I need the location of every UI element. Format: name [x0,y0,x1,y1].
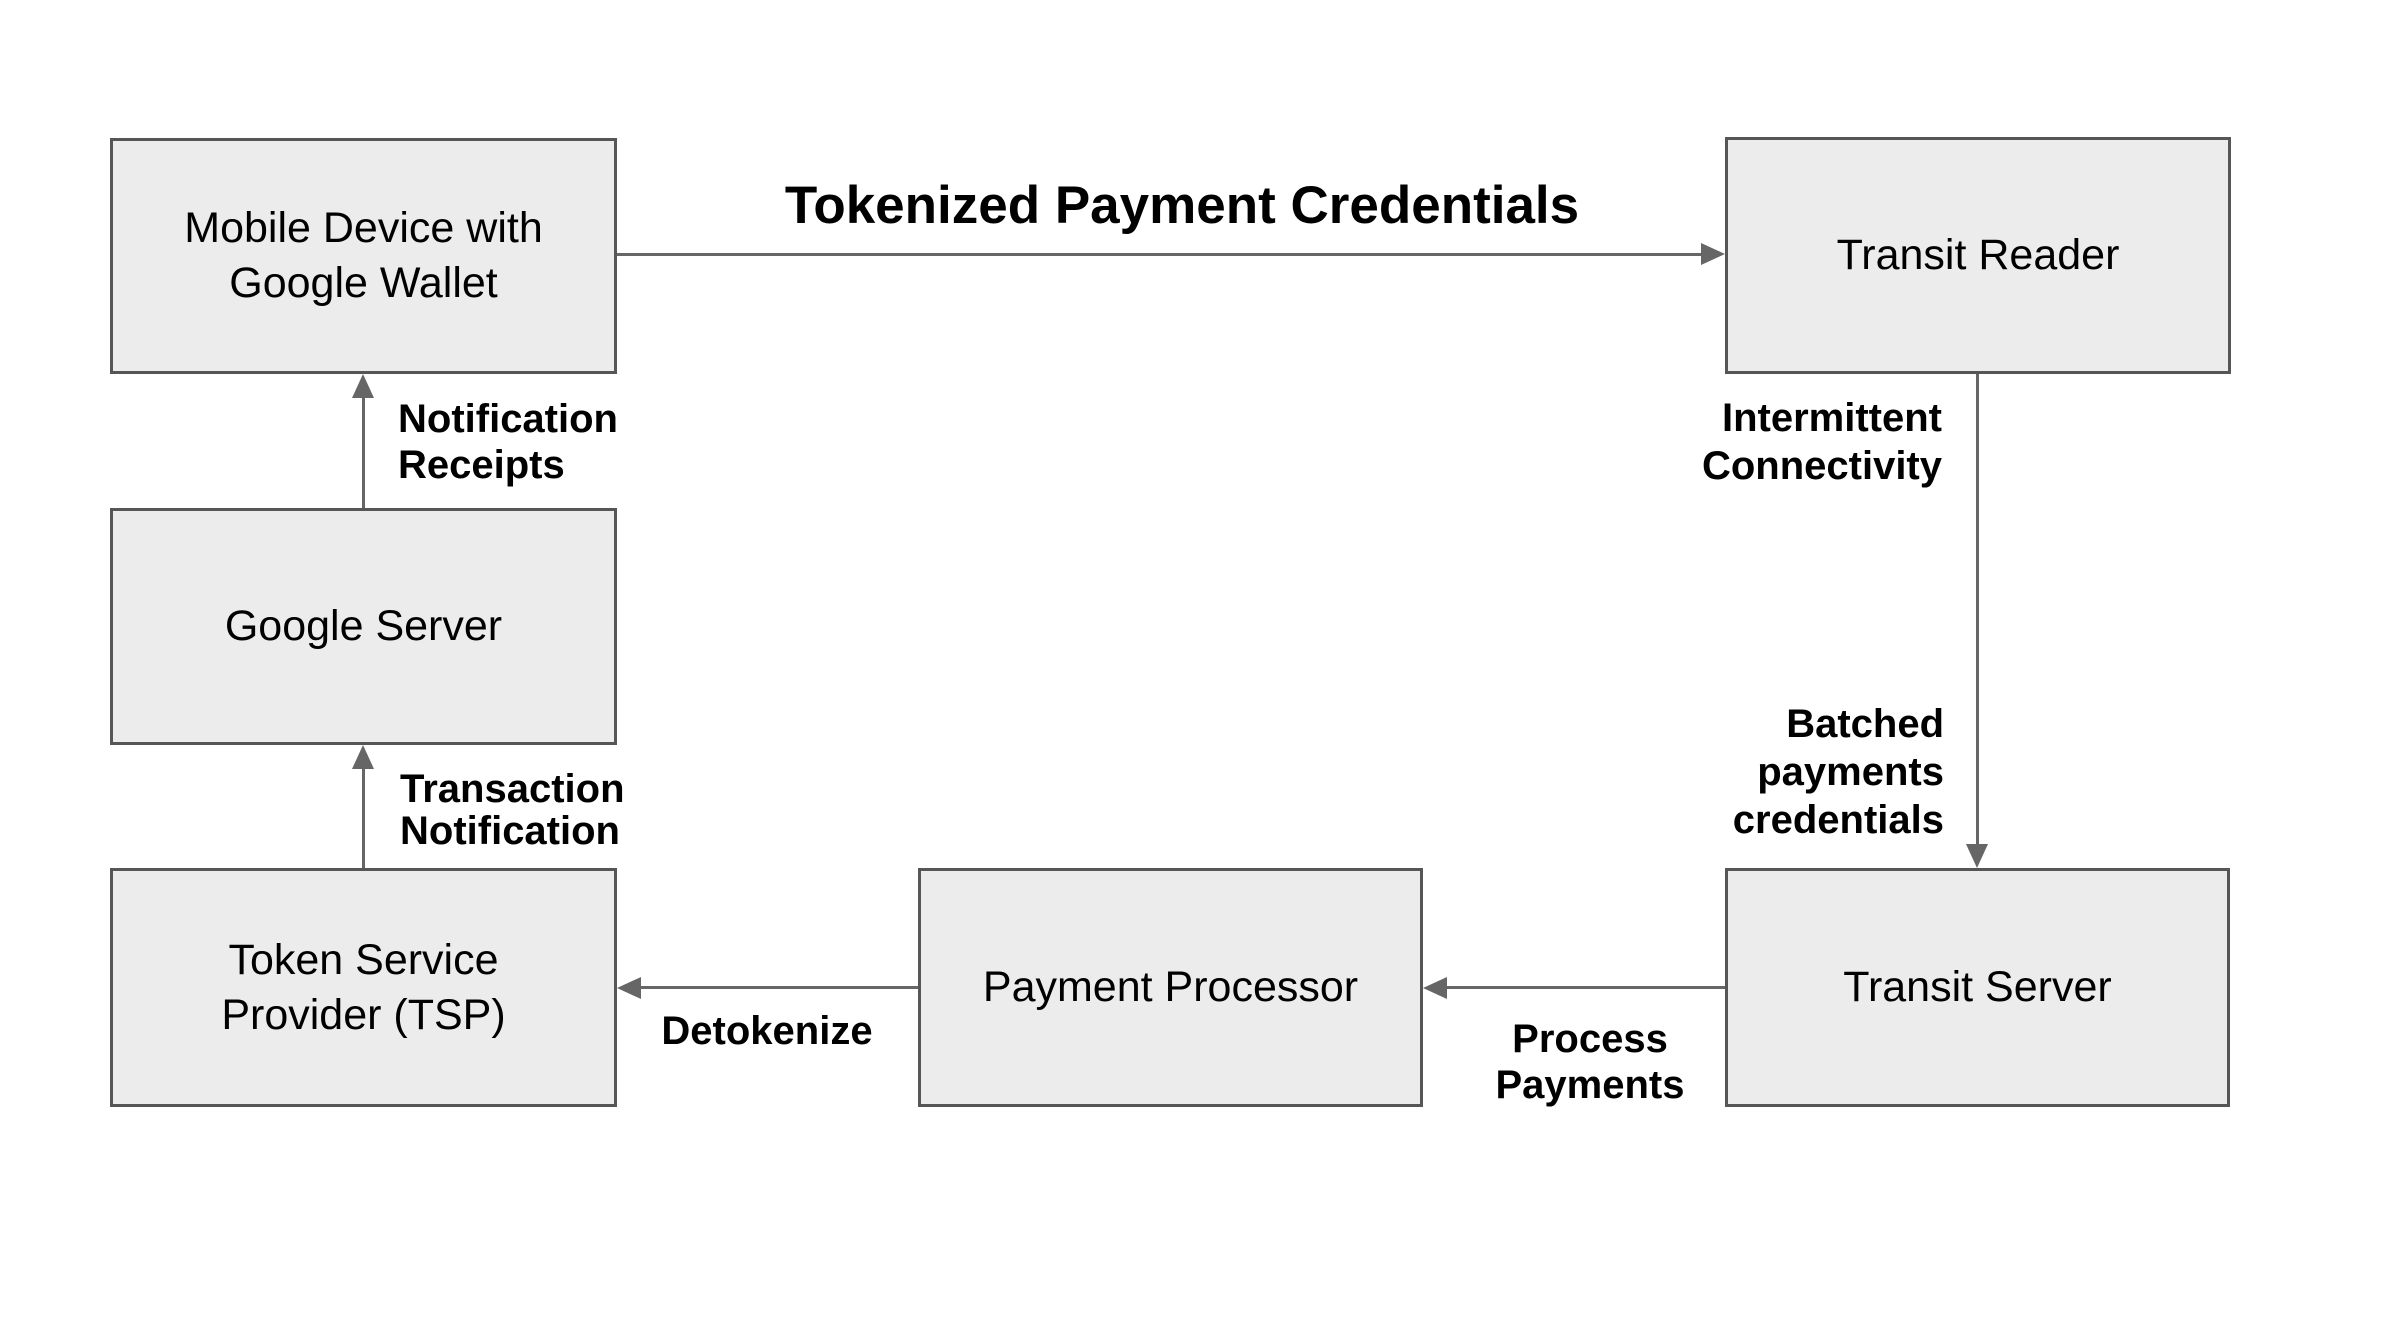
edge-label-batched-payments-credentials: Batched payments credentials [1732,702,1944,842]
node-token-service-provider: Token Service Provider (TSP) [110,868,617,1107]
node-google-server: Google Server [110,508,617,745]
edge-tokenized-line [617,253,1707,256]
edge-label-process-payments: Process Payments [1495,1017,1685,1107]
edge-label-detokenize: Detokenize [661,1009,873,1053]
edge-detokenize-arrowhead-left-icon [617,977,641,999]
node-transit-server: Transit Server [1725,868,2230,1107]
edge-label-tokenized-payment-credentials: Tokenized Payment Credentials [784,176,1580,235]
edge-process-payments-line [1447,986,1725,989]
edge-transaction-notification-arrowhead-up-icon [352,745,374,769]
edge-transaction-notification-line [362,767,365,868]
edge-notification-receipts-line [362,396,365,508]
edge-batched-payments-arrowhead-down-icon [1966,844,1988,868]
edge-detokenize-line [641,986,918,989]
edge-label-intermittent-connectivity: Intermittent Connectivity [1701,396,1942,488]
edge-batched-payments-line [1976,374,1979,846]
node-payment-processor: Payment Processor [918,868,1423,1107]
edge-label-transaction-notification: Transaction Notification [400,767,625,853]
edge-process-payments-arrowhead-left-icon [1423,977,1447,999]
node-transit-reader: Transit Reader [1725,137,2231,374]
edge-tokenized-arrowhead-right-icon [1701,243,1725,265]
edge-notification-receipts-arrowhead-up-icon [352,374,374,398]
node-mobile-device-google-wallet: Mobile Device with Google Wallet [110,138,617,374]
edge-label-notification-receipts: Notification Receipts [398,397,618,487]
